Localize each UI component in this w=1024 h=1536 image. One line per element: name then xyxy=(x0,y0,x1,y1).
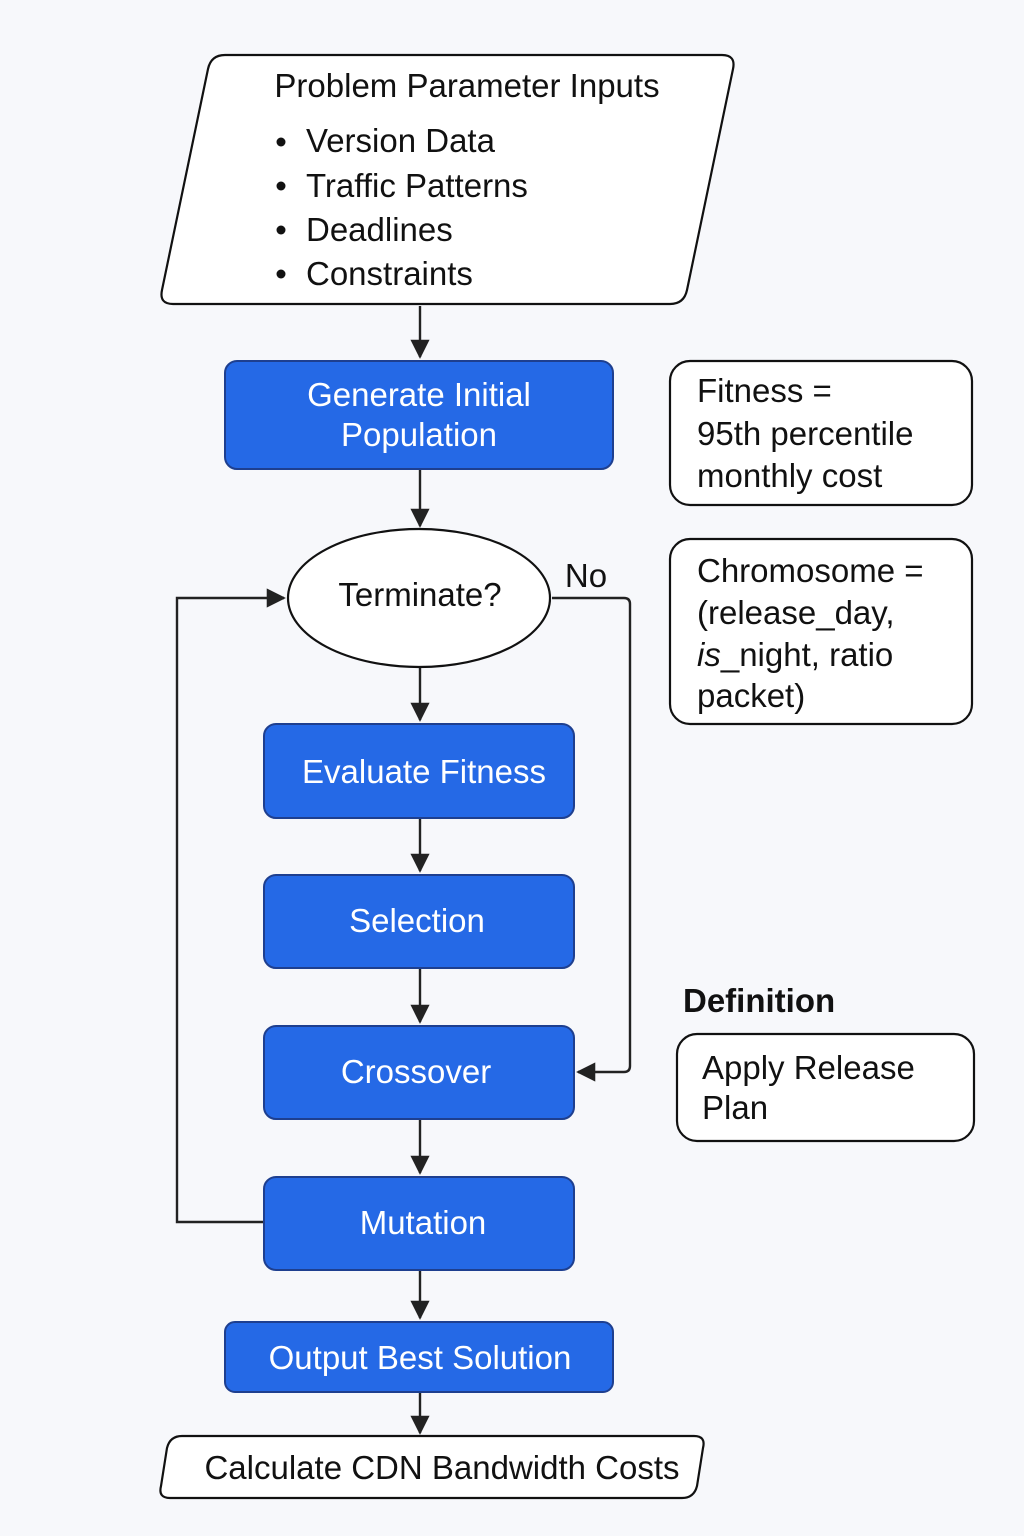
inputs-list: Version Data Traffic Patterns Deadlines … xyxy=(276,122,528,292)
output-node: Output Best Solution xyxy=(224,1321,614,1393)
fitness-note-line2: 95th percentile xyxy=(697,415,913,452)
terminate-node: Terminate? No xyxy=(286,527,607,669)
mutation-label: Mutation xyxy=(360,1204,487,1241)
terminate-label: Terminate? xyxy=(338,576,501,613)
definition-note-box xyxy=(675,1032,976,1143)
fitness-note-line3: monthly cost xyxy=(697,457,882,494)
chromosome-note-line3-rest: _night, ratio xyxy=(720,636,893,673)
generate-label-line1: Generate Initial xyxy=(307,376,531,413)
bullet-icon xyxy=(276,137,286,147)
chromosome-note: Chromosome = (release_day, is_night, rat… xyxy=(668,537,974,726)
fitness-note: Fitness = 95th percentile monthly cost xyxy=(668,359,974,507)
inputs-item-version-data: Version Data xyxy=(306,122,496,159)
chromosome-note-line2: (release_day, xyxy=(697,594,895,631)
evaluate-label: Evaluate Fitness xyxy=(302,753,546,790)
inputs-item-traffic-patterns: Traffic Patterns xyxy=(306,167,528,204)
chromosome-note-box xyxy=(668,537,974,726)
arrow-mutation-loop-to-terminate xyxy=(175,588,286,1224)
connectors xyxy=(175,306,632,1435)
definition-heading: Definition xyxy=(683,982,835,1019)
evaluate-node: Evaluate Fitness xyxy=(263,723,575,819)
inputs-node: Problem Parameter Inputs Version Data Tr… xyxy=(160,53,735,306)
generate-label-line2: Population xyxy=(341,416,497,453)
fitness-note-line1: Fitness = xyxy=(697,372,832,409)
definition-note-line2: Plan xyxy=(702,1089,768,1126)
chromosome-note-line1: Chromosome = xyxy=(697,552,924,589)
arrow-no-loop-to-crossover xyxy=(552,596,632,1082)
evaluate-box xyxy=(263,723,575,819)
bullet-icon xyxy=(276,181,286,191)
definition-note-line1: Apply Release xyxy=(702,1049,915,1086)
inputs-parallelogram xyxy=(160,53,735,306)
generate-node: Generate Initial Population xyxy=(224,360,614,470)
definition-note: Definition Apply Release Plan xyxy=(675,982,976,1143)
bullet-icon xyxy=(276,225,286,235)
selection-label: Selection xyxy=(349,902,485,939)
calculate-parallelogram xyxy=(159,1434,705,1500)
mutation-node: Mutation xyxy=(263,1176,575,1271)
selection-box xyxy=(263,874,575,969)
crossover-node: Crossover xyxy=(263,1025,575,1120)
inputs-item-constraints: Constraints xyxy=(306,255,473,292)
mutation-box xyxy=(263,1176,575,1271)
inputs-title: Problem Parameter Inputs xyxy=(274,67,659,104)
calculate-node: Calculate CDN Bandwidth Costs xyxy=(159,1434,705,1500)
chromosome-note-italic: is xyxy=(697,636,721,673)
inputs-item-deadlines: Deadlines xyxy=(306,211,453,248)
output-box xyxy=(224,1321,614,1393)
no-branch-label: No xyxy=(565,557,607,594)
crossover-box xyxy=(263,1025,575,1120)
terminate-ellipse xyxy=(286,527,552,669)
output-label: Output Best Solution xyxy=(269,1339,572,1376)
chromosome-note-line4: packet) xyxy=(697,677,805,714)
chromosome-note-line3: is_night, ratio xyxy=(697,636,893,673)
generate-box xyxy=(224,360,614,470)
bullet-icon xyxy=(276,269,286,279)
selection-node: Selection xyxy=(263,874,575,969)
calculate-label: Calculate CDN Bandwidth Costs xyxy=(204,1449,679,1486)
fitness-note-box xyxy=(668,359,974,507)
crossover-label: Crossover xyxy=(341,1053,491,1090)
